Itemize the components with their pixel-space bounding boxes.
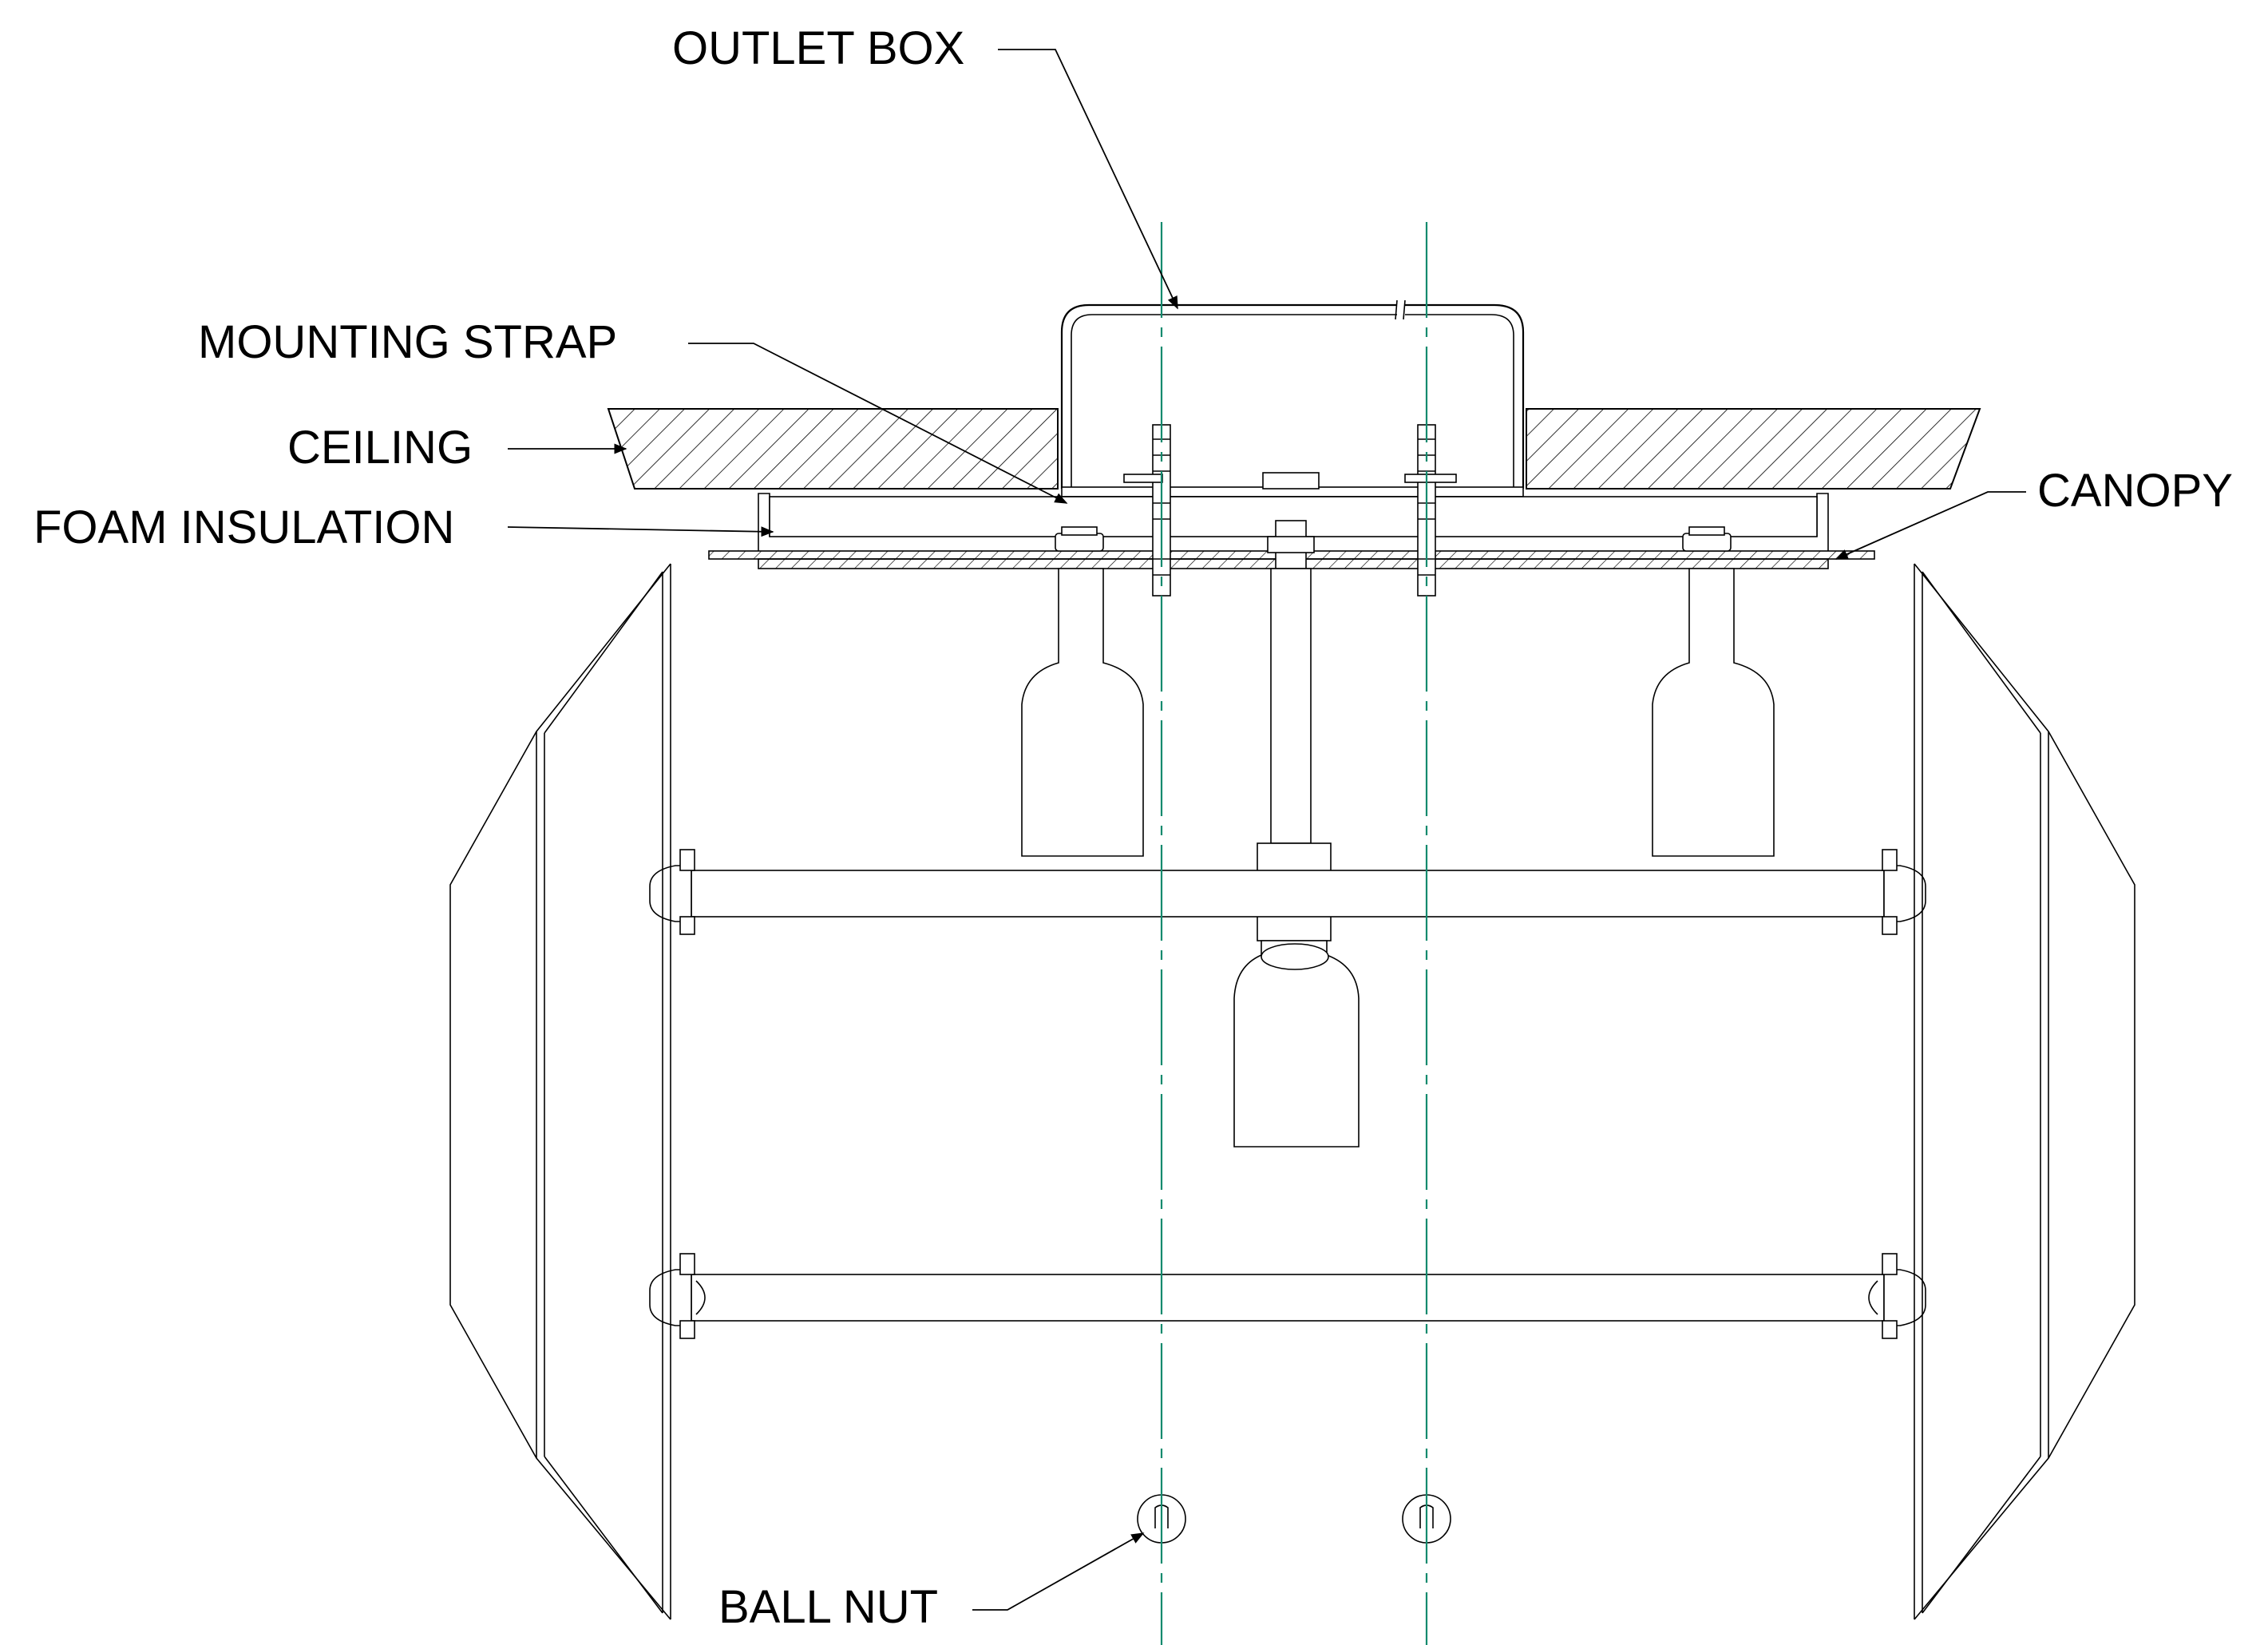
label-ceiling: CEILING — [287, 422, 473, 474]
label-canopy: CANOPY — [2037, 465, 2233, 517]
ball-nuts — [1137, 1494, 1451, 1544]
label-ball-nut: BALL NUT — [718, 1581, 939, 1633]
ceiling-left — [607, 408, 1059, 490]
leader-outlet-box — [998, 49, 1178, 310]
label-mounting-strap: MOUNTING STRAP — [198, 316, 618, 368]
ceiling — [607, 408, 1981, 490]
sockets — [1021, 568, 1775, 1148]
leader-ball-nut — [972, 1532, 1145, 1611]
leader-foam-insulation — [507, 526, 774, 537]
ceiling-right — [1526, 408, 1981, 490]
label-foam-insulation: FOAM INSULATION — [34, 501, 455, 553]
leader-canopy — [1835, 491, 2026, 560]
center-stem — [1267, 520, 1315, 844]
label-outlet-box: OUTLET BOX — [672, 22, 965, 74]
lower-arm — [649, 1253, 1926, 1339]
leader-lines — [507, 49, 2026, 1611]
outlet-box — [1060, 299, 1525, 489]
centerlines — [1160, 222, 1428, 1645]
canopy-nuts — [1055, 526, 1732, 552]
leader-mounting-strap — [688, 343, 1068, 504]
glass-panels — [449, 563, 2135, 1620]
